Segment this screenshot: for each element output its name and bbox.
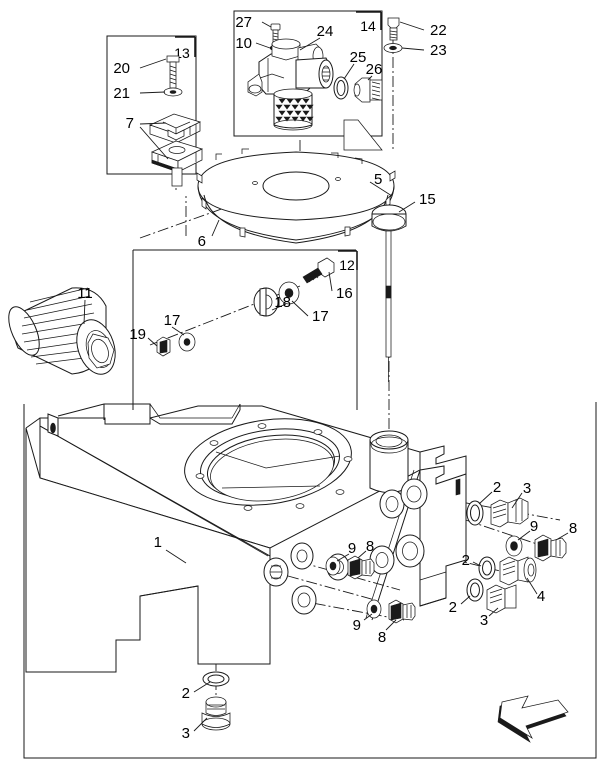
callout-23: 23 bbox=[430, 42, 447, 59]
leaders-9c-8c bbox=[363, 613, 397, 631]
oring-2-upper bbox=[466, 500, 484, 526]
leaders-cover bbox=[211, 181, 393, 237]
bracket-7-lower bbox=[150, 140, 204, 173]
callout-9b: 9 bbox=[348, 540, 356, 557]
fitting-8a bbox=[534, 534, 567, 562]
callout-25: 25 bbox=[350, 49, 367, 66]
washer-17a bbox=[178, 332, 196, 352]
fitting-26 bbox=[353, 77, 383, 103]
bolt-16 bbox=[302, 257, 335, 284]
leaders-inset-13 bbox=[139, 58, 169, 160]
callout-6: 6 bbox=[198, 233, 206, 250]
washer-9b bbox=[325, 556, 341, 576]
right-mounting-plate bbox=[419, 445, 467, 607]
callout-19: 19 bbox=[129, 326, 146, 343]
inset-pointer-13 bbox=[171, 167, 183, 187]
leaders-inset-14 bbox=[255, 21, 425, 81]
callout-27: 27 bbox=[235, 14, 252, 31]
leaders-set-c bbox=[460, 595, 499, 617]
callout-8a: 8 bbox=[569, 520, 577, 537]
inset-frame-12 bbox=[132, 249, 358, 410]
callout-8b: 8 bbox=[366, 538, 374, 555]
callout-22: 22 bbox=[430, 22, 447, 39]
leaders-inset-12 bbox=[147, 271, 333, 347]
filter-cartridge bbox=[273, 88, 314, 131]
callout-24: 24 bbox=[317, 23, 334, 40]
callout-18: 18 bbox=[274, 294, 291, 311]
callout-17a: 17 bbox=[164, 312, 181, 329]
dipstick-15 bbox=[371, 204, 407, 382]
callout-5: 5 bbox=[374, 171, 382, 188]
spacer-18 bbox=[253, 287, 279, 317]
callout-3c: 3 bbox=[480, 612, 488, 629]
filler-neck bbox=[369, 430, 409, 493]
callout-7: 7 bbox=[126, 115, 134, 132]
callout-15: 15 bbox=[419, 191, 436, 208]
callout-9a: 9 bbox=[530, 518, 538, 535]
callout-2b: 2 bbox=[462, 552, 470, 569]
bracket-7-upper bbox=[148, 113, 202, 144]
callout-21: 21 bbox=[113, 85, 130, 102]
callout-2a: 2 bbox=[493, 479, 501, 496]
plug-3-upper bbox=[490, 497, 529, 528]
callout-8c: 8 bbox=[378, 629, 386, 646]
nut-19 bbox=[156, 336, 171, 357]
callout-1: 1 bbox=[154, 534, 162, 551]
callout-3a: 3 bbox=[523, 480, 531, 497]
callout-17b: 17 bbox=[312, 308, 329, 325]
washer-23 bbox=[383, 43, 403, 53]
fitting-8b bbox=[347, 555, 375, 580]
leaders-9b-8b bbox=[336, 550, 367, 562]
callout-2d: 2 bbox=[182, 685, 190, 702]
fitting-4 bbox=[499, 556, 537, 586]
inset-label-14: 14 bbox=[360, 18, 376, 34]
plug-3-bottom bbox=[201, 696, 231, 731]
fitting-8c bbox=[388, 599, 416, 624]
plug-3-lower bbox=[486, 584, 517, 614]
callout-9c: 9 bbox=[353, 617, 361, 634]
washer-9c bbox=[366, 599, 382, 619]
tank-flange-opening bbox=[184, 418, 353, 511]
direction-arrow-icon bbox=[497, 695, 569, 743]
washer-17b bbox=[278, 281, 300, 305]
callout-11: 11 bbox=[77, 285, 93, 302]
callout-2c: 2 bbox=[449, 599, 457, 616]
oring-25 bbox=[333, 76, 349, 100]
callout-26: 26 bbox=[366, 61, 383, 78]
main-tank-body-1 bbox=[25, 403, 467, 673]
leaders-set-b bbox=[472, 561, 538, 595]
leaders-bottom-drain bbox=[193, 681, 211, 732]
oring-2-mid bbox=[478, 556, 496, 580]
callout-20: 20 bbox=[113, 60, 130, 77]
leaders-set-a bbox=[478, 491, 523, 509]
suction-filter-11 bbox=[8, 287, 116, 375]
inset-pointer-14 bbox=[343, 119, 383, 151]
washer-21 bbox=[163, 87, 183, 97]
callout-10: 10 bbox=[235, 35, 252, 52]
filter-head-24 bbox=[247, 38, 334, 97]
tank-port-bosses bbox=[263, 478, 428, 615]
screw-22 bbox=[387, 17, 400, 41]
page-border bbox=[23, 402, 597, 759]
cartridge-texture bbox=[275, 98, 314, 122]
callout-16: 16 bbox=[336, 285, 353, 302]
callout-4: 4 bbox=[537, 588, 545, 605]
washer-9a bbox=[505, 535, 523, 557]
inset-label-12: 12 bbox=[339, 257, 355, 273]
callout-3d: 3 bbox=[182, 725, 190, 742]
leaders-set-9a-8a bbox=[517, 530, 569, 541]
oring-2-lower bbox=[466, 578, 484, 602]
tank-cover-plate-5 bbox=[196, 148, 396, 244]
